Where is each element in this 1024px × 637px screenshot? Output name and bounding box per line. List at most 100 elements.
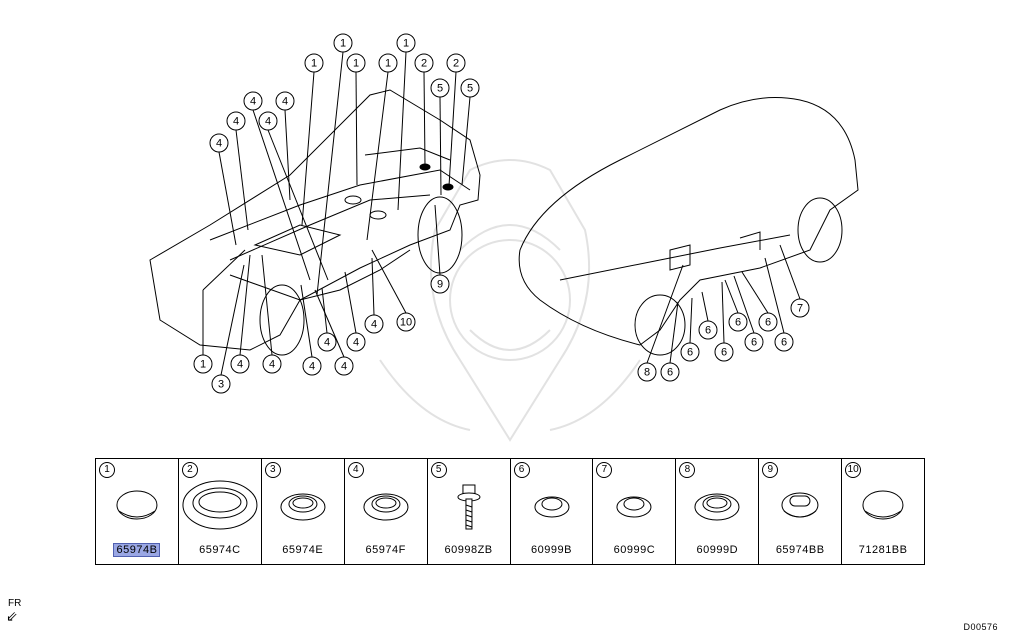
- callout-circle: [430, 78, 450, 98]
- callout-6: 6: [714, 342, 734, 362]
- oval-grommet-icon: [262, 475, 344, 535]
- part-code: 65974F: [365, 544, 406, 556]
- callout-4: 4: [275, 91, 295, 111]
- callout-1: 1: [396, 33, 416, 53]
- callout-number: 5: [437, 83, 443, 95]
- part-code: 65974C: [199, 544, 241, 556]
- callout-6: 6: [774, 332, 794, 352]
- callout-circle: [698, 320, 718, 340]
- part-number-badge: 4: [347, 462, 364, 478]
- callout-4: 4: [262, 354, 282, 374]
- callout-4: 4: [258, 111, 278, 131]
- callout-circle: [396, 312, 416, 332]
- callout-circle: [758, 312, 778, 332]
- callout-1: 1: [304, 53, 324, 73]
- callout-1: 1: [333, 33, 353, 53]
- part-code: 71281BB: [858, 544, 908, 556]
- callout-circle: [460, 78, 480, 98]
- callout-circle: [364, 314, 384, 334]
- callout-number: 6: [705, 325, 711, 337]
- callout-4: 4: [302, 356, 322, 376]
- oval-grommet-icon: [676, 475, 758, 535]
- part-code: 65974E: [282, 544, 324, 556]
- callout-number: 1: [340, 38, 346, 50]
- callout-6: 6: [680, 342, 700, 362]
- bolt-icon: [428, 475, 510, 535]
- callout-circle: [230, 354, 250, 374]
- callout-circle: [446, 53, 466, 73]
- part-number-badge: 3: [264, 462, 281, 478]
- part-code: 60999B: [531, 544, 572, 556]
- part-number-badge: 6: [513, 462, 530, 478]
- callout-circle: [430, 274, 450, 294]
- callout-circle: [275, 91, 295, 111]
- callout-6: 6: [698, 320, 718, 340]
- callout-4: 4: [346, 332, 366, 352]
- callout-number: 4: [269, 359, 275, 371]
- callout-number: 7: [797, 303, 803, 315]
- callout-circle: [396, 33, 416, 53]
- callout-circle: [334, 356, 354, 376]
- part-code: 65974BB: [775, 544, 825, 556]
- callout-number: 4: [233, 116, 239, 128]
- callout-circle: [304, 53, 324, 73]
- callout-number: 3: [218, 379, 224, 391]
- callout-3: 3: [211, 374, 231, 394]
- callout-number: 1: [311, 58, 317, 70]
- callout-8: 8: [637, 362, 657, 382]
- callout-4: 4: [334, 356, 354, 376]
- callout-circle: [243, 91, 263, 111]
- callout-circle: [744, 332, 764, 352]
- part-cell-9: 9 65974BB: [759, 459, 843, 564]
- callout-6: 6: [728, 312, 748, 332]
- part-number-badge: 5: [430, 462, 447, 478]
- callout-6: 6: [744, 332, 764, 352]
- callout-7: 7: [790, 298, 810, 318]
- part-code[interactable]: 65974B: [113, 543, 161, 557]
- callout-circle: [317, 332, 337, 352]
- callout-number: 6: [721, 347, 727, 359]
- front-arrow-icon: ⇙: [6, 608, 18, 624]
- callout-4: 4: [226, 111, 246, 131]
- callout-number: 1: [200, 359, 206, 371]
- callout-number: 4: [324, 337, 330, 349]
- part-number-badge: 1: [99, 462, 115, 478]
- callout-circle: [346, 332, 366, 352]
- part-cell-3: 3 65974E: [262, 459, 345, 564]
- callout-number: 4: [341, 361, 347, 373]
- callout-circle: [728, 312, 748, 332]
- flat-plug-icon: [96, 475, 178, 535]
- callout-circle: [414, 53, 434, 73]
- callout-6: 6: [660, 362, 680, 382]
- callout-number: 4: [371, 319, 377, 331]
- callout-4: 4: [317, 332, 337, 352]
- callout-number: 2: [421, 58, 427, 70]
- diagram-code: D00576: [963, 622, 998, 632]
- flat-plug-icon: [842, 475, 924, 535]
- callout-number: 1: [353, 58, 359, 70]
- callout-circle: [790, 298, 810, 318]
- callout-circle: [226, 111, 246, 131]
- callout-4: 4: [364, 314, 384, 334]
- callout-number: 6: [781, 337, 787, 349]
- callout-number: 1: [385, 58, 391, 70]
- callout-circle: [714, 342, 734, 362]
- part-number-badge: 2: [181, 462, 198, 478]
- large-oval-plug-icon: [179, 475, 261, 535]
- callout-4: 4: [243, 91, 263, 111]
- callout-4: 4: [209, 133, 229, 153]
- callout-number: 4: [282, 96, 288, 108]
- callout-circle: [211, 374, 231, 394]
- callout-5: 5: [460, 78, 480, 98]
- callout-1: 1: [346, 53, 366, 73]
- part-number-badge: 7: [596, 462, 613, 478]
- leader-lines: [202, 51, 801, 376]
- callout-9: 9: [430, 274, 450, 294]
- part-number-badge: 9: [762, 462, 779, 478]
- callout-4: 4: [230, 354, 250, 374]
- callout-number: 4: [265, 116, 271, 128]
- part-cell-1: 1 65974B: [96, 459, 179, 564]
